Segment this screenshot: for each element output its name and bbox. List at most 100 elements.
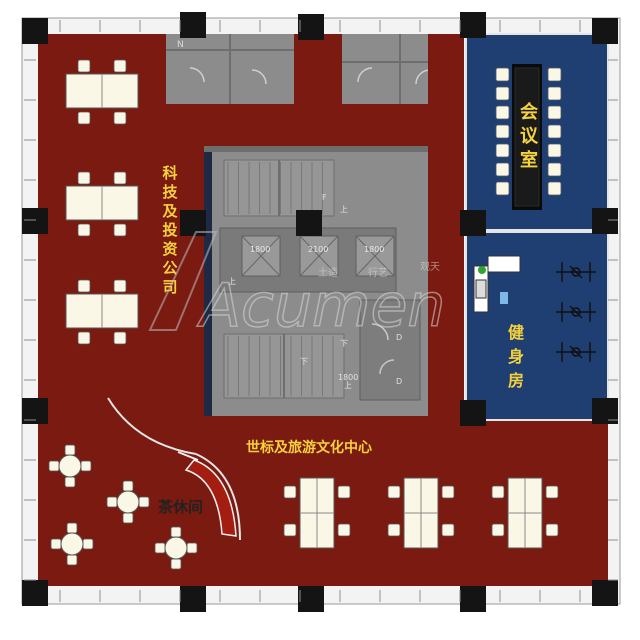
chair	[441, 523, 455, 537]
watermark-cn: 土造	[318, 266, 338, 279]
chair	[387, 485, 401, 499]
watermark-wordmark: Acumen	[196, 271, 445, 341]
exercise-machines	[556, 262, 596, 362]
chair	[387, 523, 401, 537]
acumen-watermark: Acumen 土造 行艺 观天	[148, 231, 446, 342]
label-char: 投	[162, 221, 177, 239]
window-mullions	[24, 20, 618, 602]
chair	[77, 223, 91, 237]
lounge-table-cluster	[387, 477, 455, 549]
chair	[495, 67, 510, 82]
chair	[337, 523, 351, 537]
chair	[545, 485, 559, 499]
chair	[547, 105, 562, 120]
corridor-floor	[428, 34, 464, 430]
exercise-machine	[556, 262, 596, 282]
stair-tag: 上	[344, 381, 352, 390]
chair	[113, 331, 127, 345]
exercise-machine	[556, 342, 596, 362]
label-char: 及	[162, 202, 178, 220]
round-table	[106, 480, 150, 524]
label-char: 室	[520, 149, 538, 171]
structural-column	[460, 400, 486, 426]
structural-column	[22, 18, 48, 44]
structural-column	[22, 580, 48, 606]
structural-column	[592, 580, 618, 606]
tea-room-partition	[107, 397, 197, 455]
chair	[113, 171, 127, 185]
door-tag: D	[396, 333, 402, 342]
exercise-machine	[556, 302, 596, 322]
tea-room-label: 茶休间	[158, 498, 203, 516]
watermark-logo-mark	[148, 231, 218, 331]
structural-column	[298, 14, 324, 40]
label-char: 健	[508, 323, 524, 342]
stair-tag: 上	[340, 205, 348, 214]
door-swing	[189, 67, 205, 83]
chair	[283, 485, 297, 499]
chair	[547, 162, 562, 177]
structural-column	[22, 208, 48, 234]
chair	[547, 143, 562, 158]
chair	[545, 523, 559, 537]
stair-tag: 1800	[338, 373, 358, 382]
chair	[491, 523, 505, 537]
chair	[495, 124, 510, 139]
chair	[77, 279, 91, 293]
label-char: 身	[508, 347, 524, 366]
elevator-tag: 1800	[364, 245, 384, 254]
workstation-cluster	[65, 171, 139, 237]
structural-column	[180, 586, 206, 612]
chair	[441, 485, 455, 499]
core-side-room	[359, 299, 421, 401]
gym-room-label: 健身房	[508, 323, 524, 390]
round-table	[154, 526, 198, 570]
meeting-room-label: 会议室	[520, 101, 539, 171]
conference-table	[512, 64, 542, 210]
chair	[77, 331, 91, 345]
watermark-cn: 观天	[420, 261, 440, 273]
round-table	[50, 522, 94, 566]
chair	[337, 485, 351, 499]
workstation-cluster	[65, 59, 139, 125]
structural-column	[180, 12, 206, 38]
label-char: 会	[520, 101, 538, 123]
lounge-table-cluster	[283, 477, 351, 549]
structural-column	[460, 210, 486, 236]
chair	[113, 279, 127, 293]
chair	[77, 171, 91, 185]
round-table	[48, 444, 92, 488]
structural-column	[592, 18, 618, 44]
chair	[547, 124, 562, 139]
office-workstations	[65, 59, 139, 345]
chair	[113, 223, 127, 237]
chair	[113, 59, 127, 73]
staircase-lower	[223, 333, 345, 399]
gym-floor	[465, 231, 609, 421]
gym-equipment	[473, 255, 521, 313]
door-tag: N	[177, 40, 184, 50]
chair	[113, 111, 127, 125]
chair	[77, 59, 91, 73]
chair	[495, 181, 510, 196]
tea-room-tables	[48, 444, 198, 570]
chair	[547, 181, 562, 196]
structural-column	[298, 586, 324, 612]
structural-column	[460, 586, 486, 612]
tea-room-door	[177, 451, 199, 461]
elevator-note: 上	[228, 277, 236, 286]
chair	[495, 105, 510, 120]
watermark-cn: 行艺	[368, 266, 388, 279]
door-swing	[379, 359, 395, 375]
chair	[283, 523, 297, 537]
label-char: 科	[162, 164, 177, 182]
workstation-cluster	[65, 279, 139, 345]
chair	[547, 86, 562, 101]
label-char: 技	[162, 183, 178, 201]
tea-counter	[184, 459, 237, 537]
conference-chairs	[495, 67, 562, 196]
structural-column	[296, 210, 322, 236]
lounge-table-cluster	[491, 477, 559, 549]
